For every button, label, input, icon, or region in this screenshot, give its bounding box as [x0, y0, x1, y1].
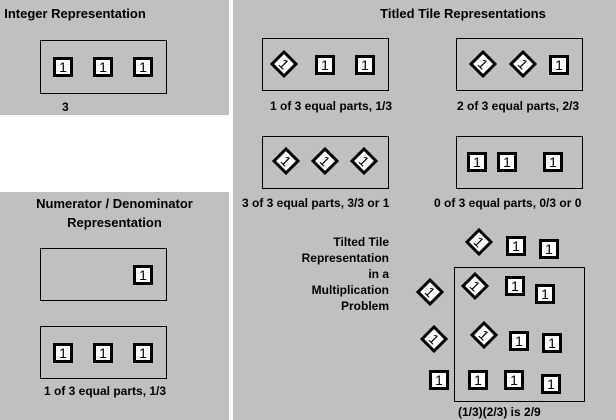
tilted-tile: 1 [310, 146, 340, 176]
caption-one-third: 1 of 3 equal parts, 1/3 [270, 99, 393, 113]
flat-tile: 1 [509, 331, 529, 351]
flat-tile: 1 [429, 370, 449, 390]
flat-tile: 1 [355, 55, 375, 75]
integer-title: Integer Representation [4, 6, 146, 21]
zero-thirds-box: 1 1 1 [456, 136, 583, 189]
flat-tile: 1 [542, 333, 562, 353]
tilted-tile: 1 [468, 49, 498, 79]
denominator-tile: 1 [53, 343, 73, 363]
flat-tile: 1 [543, 152, 563, 172]
flat-tile: 1 [539, 239, 559, 259]
flat-tile: 1 [315, 55, 335, 75]
numerator-tile: 1 [133, 265, 153, 285]
flat-tile: 1 [467, 152, 487, 172]
multiplication-label-line: in a [368, 267, 389, 281]
integer-box: 1 1 1 [40, 40, 167, 94]
flat-tile: 1 [549, 55, 569, 75]
multiplication-label: Tilted Tile Representation in a Multipli… [273, 234, 389, 314]
multiplication-caption: (1/3)(2/3) is 2/9 [458, 405, 541, 419]
tilted-tile: 1 [508, 49, 538, 79]
caption-three-thirds: 3 of 3 equal parts, 3/3 or 1 [242, 196, 390, 210]
two-thirds-box: 1 1 1 [456, 38, 583, 91]
tilted-tile: 1 [271, 146, 301, 176]
multiplication-label-line: Tilted Tile [333, 235, 389, 249]
numden-title: Numerator / Denominator Representation [0, 194, 229, 232]
integer-tile: 1 [93, 57, 113, 77]
three-thirds-box: 1 1 1 [262, 136, 389, 189]
numerator-box: 1 [40, 248, 167, 301]
numden-caption: 1 of 3 equal parts, 1/3 [44, 384, 167, 398]
multiplication-box [454, 267, 585, 402]
flat-tile: 1 [505, 276, 525, 296]
tilted-tile: 1 [419, 324, 449, 354]
flat-tile: 1 [541, 374, 561, 394]
titled-title: Titled Tile Representations [380, 6, 546, 21]
tilted-tile: 1 [349, 146, 379, 176]
tilted-tile: 1 [464, 227, 494, 257]
denominator-tile: 1 [133, 343, 153, 363]
integer-tile: 1 [53, 57, 73, 77]
flat-tile: 1 [535, 284, 555, 304]
one-third-box: 1 1 1 [262, 38, 389, 91]
denominator-tile: 1 [93, 343, 113, 363]
multiplication-label-line: Problem [340, 299, 389, 313]
integer-tile: 1 [133, 57, 153, 77]
numden-title-line2: Representation [67, 215, 162, 230]
caption-zero-thirds: 0 of 3 equal parts, 0/3 or 0 [434, 196, 582, 210]
tilted-tile: 1 [269, 49, 299, 79]
caption-two-thirds: 2 of 3 equal parts, 2/3 [457, 99, 580, 113]
integer-panel: Integer Representation 1 1 1 3 [0, 0, 229, 115]
denominator-box: 1 1 1 [40, 326, 167, 379]
flat-tile: 1 [504, 370, 524, 390]
numden-panel: Numerator / Denominator Representation 1… [0, 192, 229, 420]
integer-caption: 3 [62, 100, 69, 114]
multiplication-label-line: Multiplication [311, 283, 389, 297]
titled-panel: Titled Tile Representations 1 1 1 1 of 3… [233, 0, 616, 420]
tilted-tile: 1 [415, 277, 445, 307]
flat-tile: 1 [497, 152, 517, 172]
flat-tile: 1 [468, 370, 488, 390]
flat-tile: 1 [506, 236, 526, 256]
multiplication-label-line: Representation [301, 251, 389, 265]
numden-title-line1: Numerator / Denominator [36, 196, 193, 211]
